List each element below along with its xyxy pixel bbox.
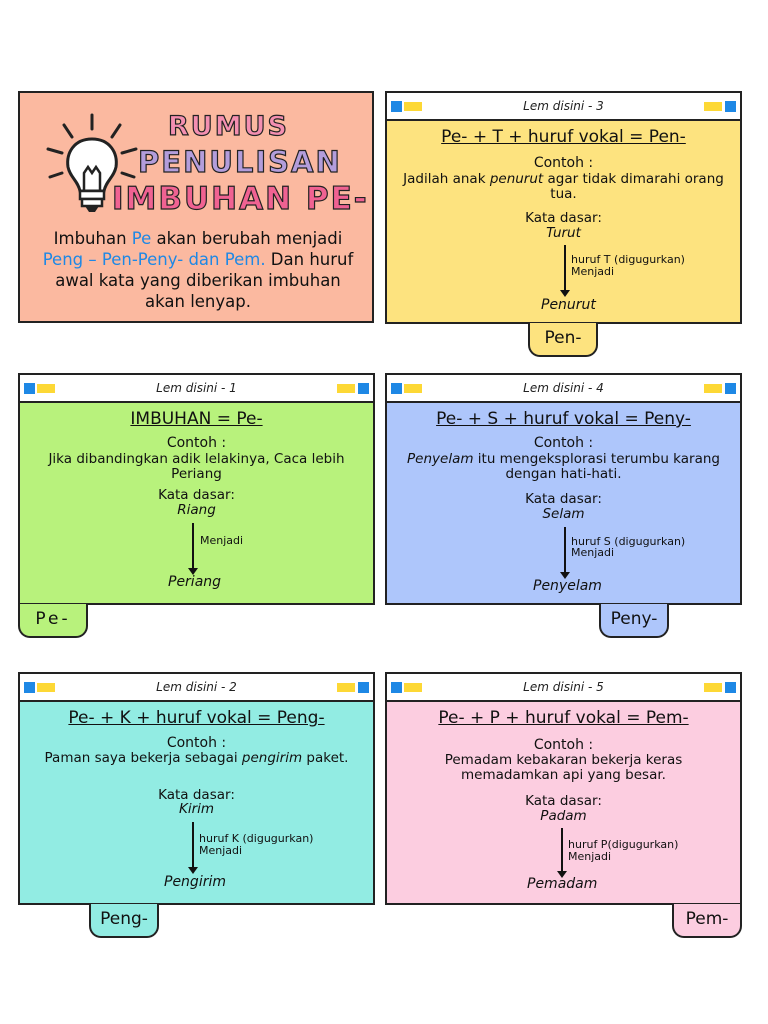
rule-heading: Pe- + K + huruf vokal = Peng- — [68, 708, 325, 728]
arrow-down-icon — [560, 527, 570, 579]
card-peny: Lem disini - 4 Pe- + S + huruf vokal = P… — [385, 373, 742, 605]
kata-dasar-label: Kata dasar: — [525, 793, 602, 809]
lem-label: Lem disini - 1 — [156, 381, 237, 395]
note-digugurkan: huruf K (digugurkan) — [199, 832, 314, 845]
card-header: Lem disini - 2 — [20, 674, 373, 702]
kata-dasar-word: Selam — [542, 506, 585, 522]
rule-heading: Pe- + S + huruf vokal = Peny- — [436, 409, 691, 429]
result-word: Penyelam — [533, 578, 602, 594]
card-pen: Lem disini - 3 Pe- + T + huruf vokal = P… — [385, 91, 742, 324]
result-word: Penurut — [541, 297, 596, 313]
tape-icon — [335, 682, 369, 693]
card-header: Lem disini - 5 — [387, 674, 740, 702]
kata-dasar-label: Kata dasar: — [158, 787, 235, 803]
note-menjadi: Menjadi — [199, 844, 243, 857]
rule-heading: Pe- + T + huruf vokal = Pen- — [441, 127, 686, 147]
result-word: Pemadam — [527, 876, 598, 892]
title-line-2: PENULISAN — [137, 144, 342, 179]
card-peng: Lem disini - 2 Pe- + K + huruf vokal = P… — [18, 672, 375, 905]
arrow-down-icon — [560, 245, 570, 297]
note-digugurkan: huruf S (digugurkan) — [571, 535, 686, 548]
tape-icon — [702, 101, 736, 112]
card-pem: Lem disini - 5 Pe- + P + huruf vokal = P… — [385, 672, 742, 905]
contoh-label: Contoh : — [533, 737, 594, 753]
tape-icon — [391, 383, 425, 394]
card-header: Lem disini - 3 — [387, 93, 740, 121]
title-line-1: RUMUS — [167, 110, 289, 142]
contoh-sentence: Jika dibandingkan adik lelakinya, Caca l… — [48, 451, 345, 482]
note-digugurkan: huruf T (digugurkan) — [571, 253, 685, 266]
title-line-3: IMBUHAN PE- — [111, 180, 369, 217]
tab-pem: Pem- — [672, 904, 742, 938]
contoh-label: Contoh : — [533, 435, 594, 451]
note-menjadi: Menjadi — [571, 265, 615, 278]
tab-peng: Peng- — [89, 904, 159, 938]
lem-label: Lem disini - 5 — [523, 680, 604, 694]
lem-label: Lem disini - 3 — [523, 99, 604, 113]
kata-dasar-word: Padam — [540, 808, 587, 824]
tape-icon — [391, 682, 425, 693]
note-menjadi: Menjadi — [568, 850, 612, 863]
contoh-sentence: Pemadam kebakaran bekerja keras memadamk… — [444, 752, 683, 783]
tape-icon — [24, 682, 58, 693]
contoh-sentence: Penyelam itu mengeksplorasi terumbu kara… — [407, 451, 720, 482]
arrow-down-icon — [188, 822, 198, 874]
lem-label: Lem disini - 2 — [156, 680, 237, 694]
rule-heading: Pe- + P + huruf vokal = Pem- — [438, 708, 689, 728]
kata-dasar-word: Turut — [546, 225, 581, 241]
contoh-label: Contoh : — [166, 735, 227, 751]
kata-dasar-label: Kata dasar: — [525, 210, 602, 226]
contoh-label: Contoh : — [166, 435, 227, 451]
contoh-sentence: Jadilah anak penurut agar tidak dimarahi… — [403, 171, 724, 202]
tape-icon — [335, 383, 369, 394]
kata-dasar-label: Kata dasar: — [158, 487, 235, 503]
result-word: Periang — [168, 574, 222, 590]
arrow-down-icon — [557, 828, 567, 878]
contoh-sentence: Paman saya bekerja sebagai pengirim pake… — [44, 750, 349, 766]
kata-dasar-word: Kirim — [178, 801, 215, 817]
tape-icon — [24, 383, 58, 394]
tab-pe: Pe- — [18, 604, 88, 638]
lem-label: Lem disini - 4 — [523, 381, 604, 395]
note-digugurkan: huruf P(digugurkan) — [568, 838, 679, 851]
tape-icon — [391, 101, 425, 112]
intro-text: Imbuhan Pe akan berubah menjadi Peng – P… — [42, 229, 354, 311]
title-card: RUMUS PENULISAN IMBUHAN PE- Imbuhan Pe a… — [18, 91, 374, 323]
contoh-label: Contoh : — [533, 155, 594, 171]
tape-icon — [702, 383, 736, 394]
rule-heading: IMBUHAN = Pe- — [130, 409, 263, 429]
kata-dasar-label: Kata dasar: — [525, 491, 602, 507]
tab-pen: Pen- — [528, 323, 598, 357]
card-header: Lem disini - 4 — [387, 375, 740, 403]
kata-dasar-word: Riang — [177, 502, 216, 518]
result-word: Pengirim — [164, 874, 226, 890]
card-header: Lem disini - 1 — [20, 375, 373, 403]
note-menjadi: Menjadi — [571, 546, 615, 559]
arrow-down-icon — [188, 523, 198, 575]
tape-icon — [702, 682, 736, 693]
tab-peny: Peny- — [599, 604, 669, 638]
note-menjadi: Menjadi — [200, 534, 244, 547]
lightbulb-icon — [46, 113, 138, 212]
card-pe: Lem disini - 1 IMBUHAN = Pe- Contoh : Ji… — [18, 373, 375, 605]
